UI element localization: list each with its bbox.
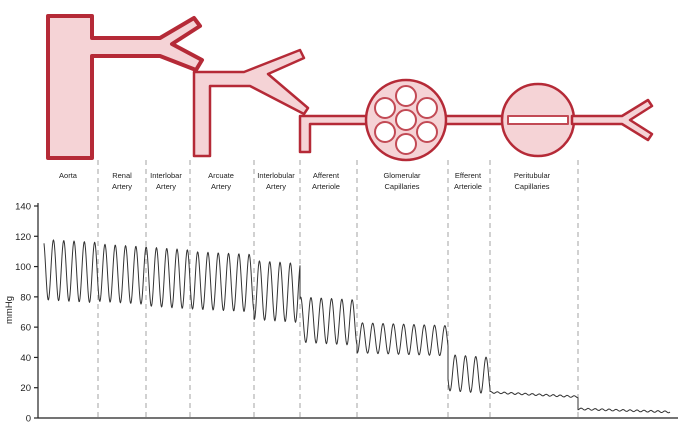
segment-label: Artery — [266, 182, 286, 191]
segment-label: Artery — [112, 182, 132, 191]
segment-label: Artery — [156, 182, 176, 191]
efferent-vessel — [438, 114, 506, 126]
aorta-vessel — [46, 14, 204, 160]
vessel-diagram — [46, 14, 654, 162]
segment-label: Capillaries — [384, 182, 419, 191]
y-tick-label: 80 — [20, 292, 31, 303]
segment-label: Capillaries — [514, 182, 549, 191]
y-axis-ticks: 0 20 40 60 80 100 120 140 — [15, 202, 38, 425]
pressure-trace — [43, 239, 671, 414]
segment-label: Interlobar — [150, 171, 182, 180]
y-axis-title: mmHg — [4, 296, 15, 324]
y-tick-label: 0 — [26, 414, 31, 425]
segment-label: Efferent — [455, 171, 482, 180]
segment-label: Peritubular — [514, 171, 551, 180]
segment-label: Glomerular — [383, 171, 421, 180]
segment-label: Interlobular — [257, 171, 295, 180]
segment-label: Arcuate — [208, 171, 234, 180]
y-tick-label: 40 — [20, 353, 31, 364]
peritubular-loop — [507, 115, 569, 125]
venous-outflow-vessel — [570, 98, 654, 142]
y-tick-label: 60 — [20, 323, 31, 334]
segment-label: Arteriole — [312, 182, 340, 191]
glomerular-loops — [374, 85, 438, 155]
y-tick-label: 100 — [15, 262, 31, 273]
arcuate-vessel — [192, 48, 310, 158]
y-tick-label: 120 — [15, 232, 31, 243]
segment-label: Arteriole — [454, 182, 482, 191]
segment-label: Afferent — [313, 171, 340, 180]
chart-axes — [37, 203, 678, 419]
y-tick-label: 20 — [20, 383, 31, 394]
segment-label: Aorta — [59, 171, 78, 180]
segment-label: Artery — [211, 182, 231, 191]
y-tick-label: 140 — [15, 202, 31, 213]
interlobular-vessel — [298, 114, 370, 154]
segment-label: Renal — [112, 171, 132, 180]
